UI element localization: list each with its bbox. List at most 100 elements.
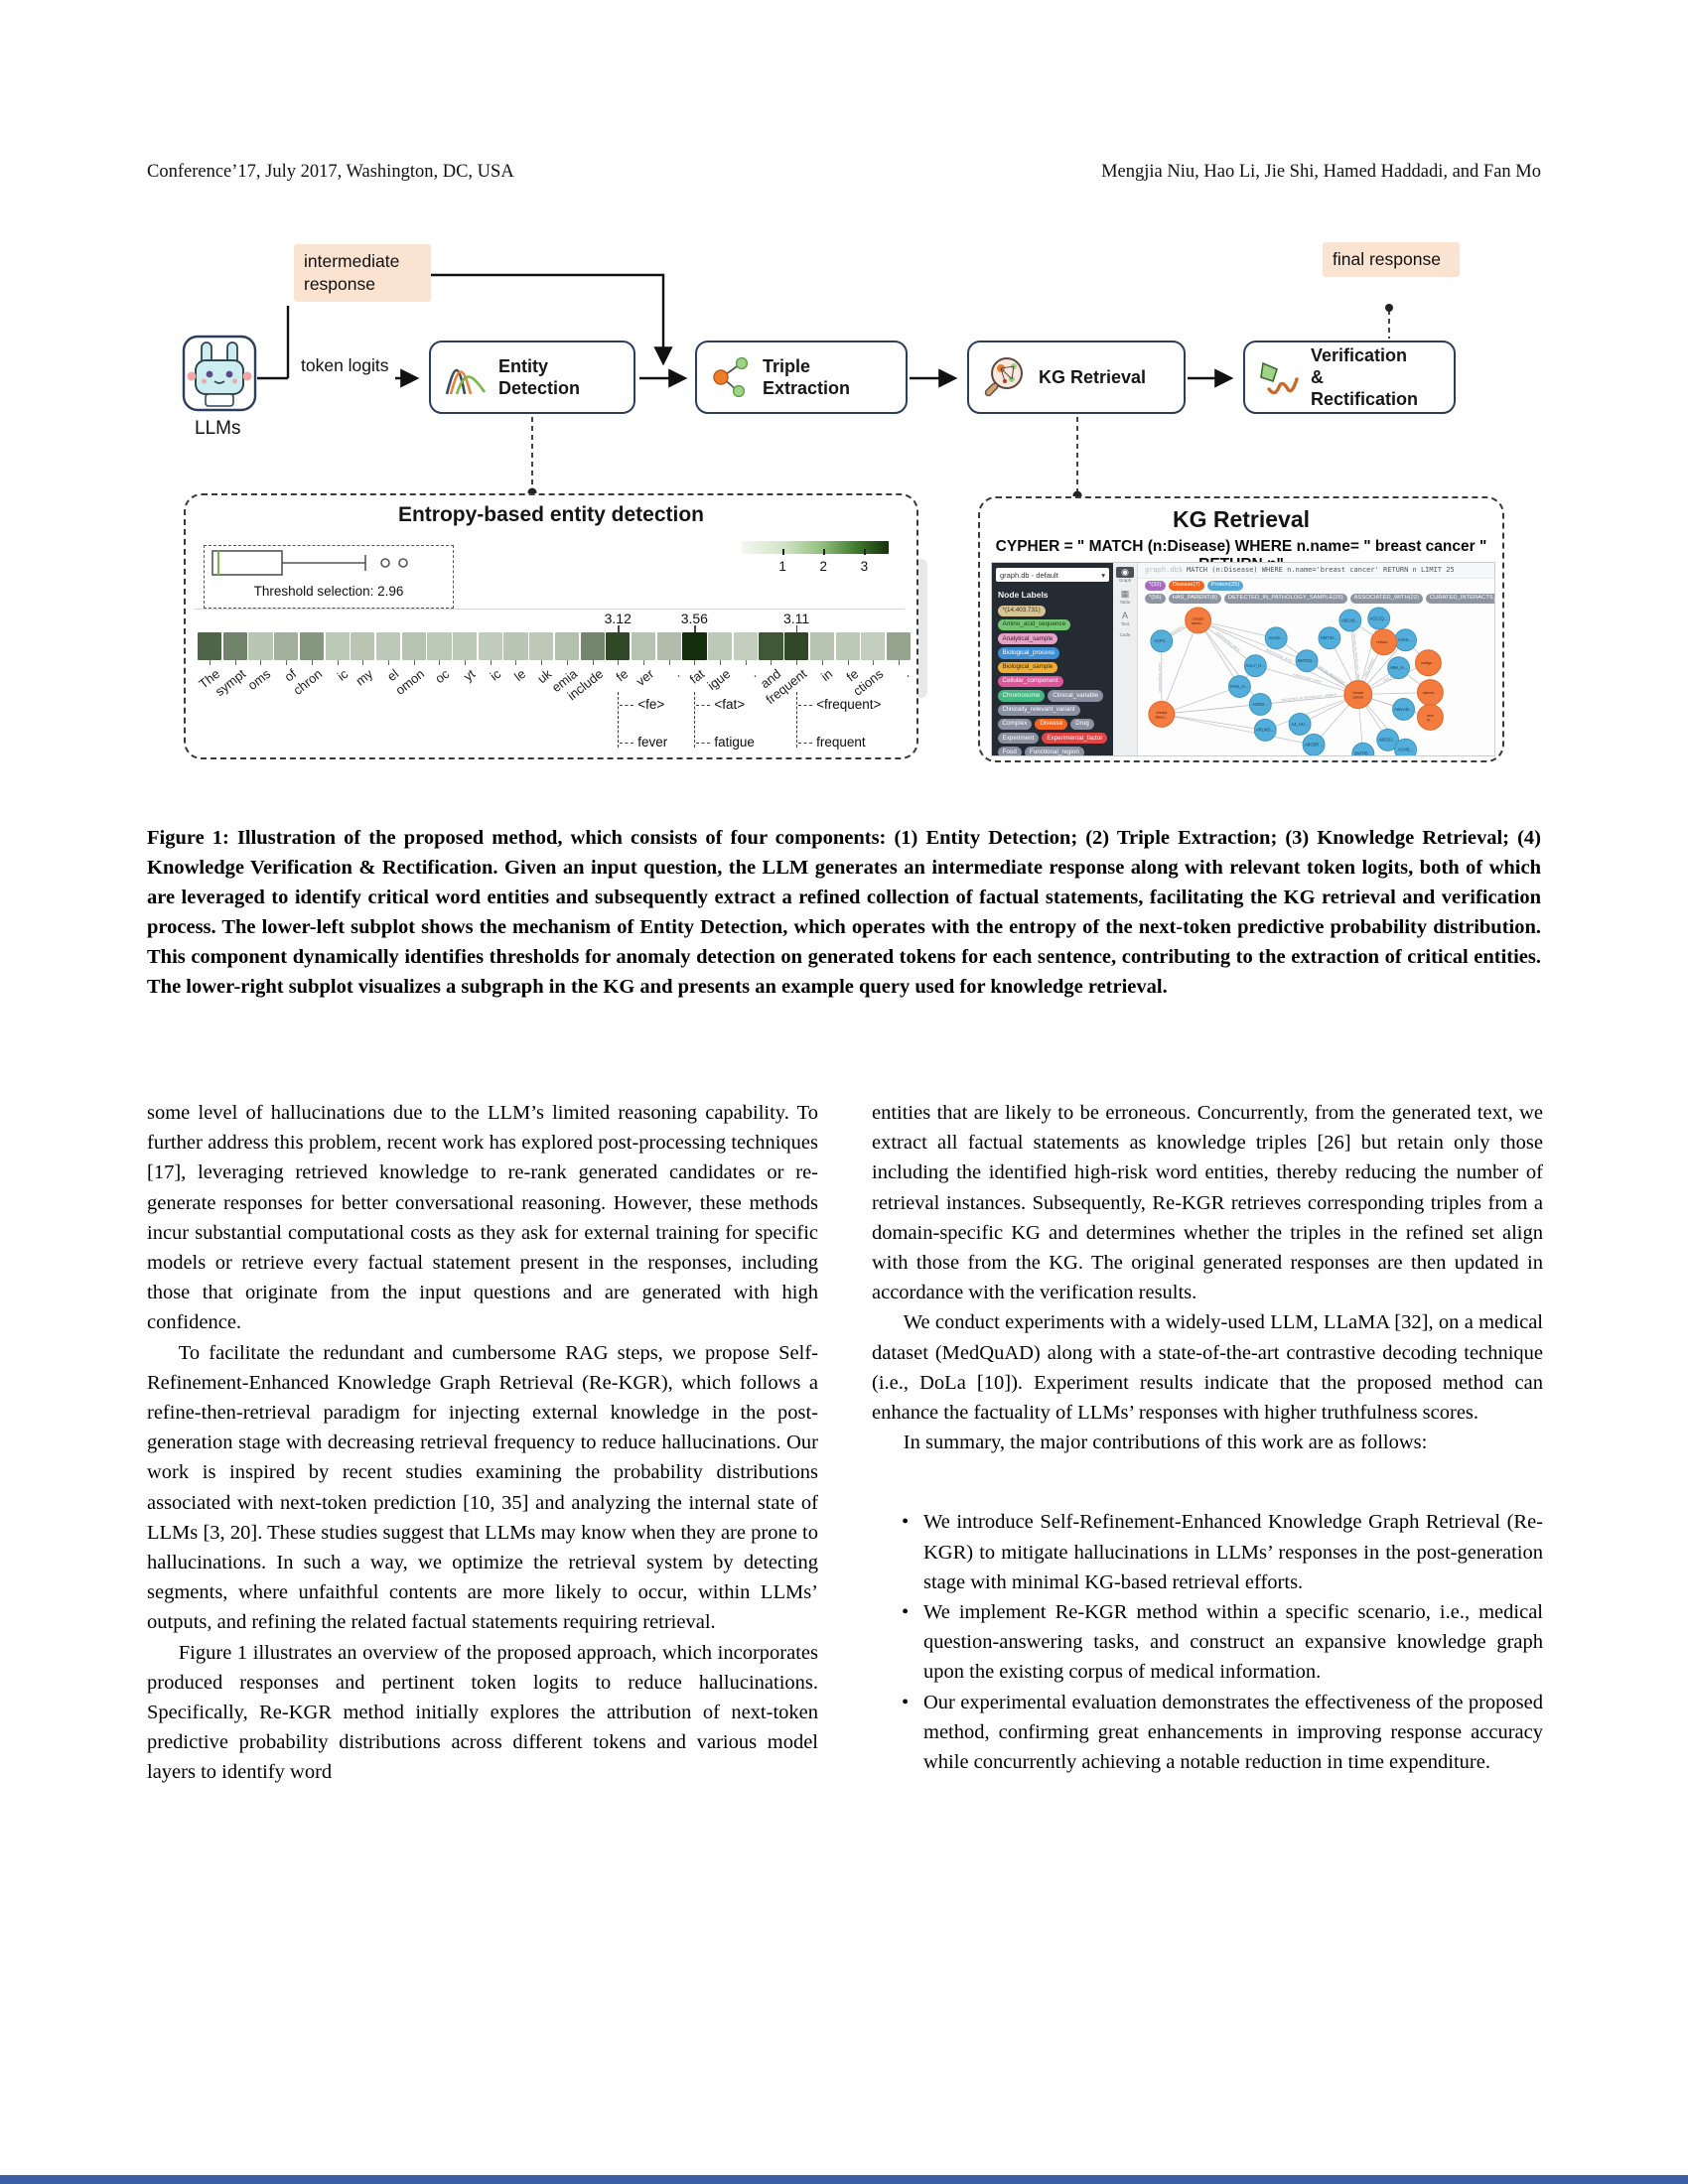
llm-robot-icon — [182, 335, 257, 412]
node-label-pill[interactable]: Disease — [1035, 718, 1068, 731]
kg-node[interactable] — [1243, 654, 1267, 677]
kg-node[interactable] — [1318, 626, 1341, 650]
kg-node[interactable] — [1376, 728, 1400, 751]
annotation-line — [798, 705, 813, 706]
kg-node[interactable] — [1148, 700, 1176, 728]
node-label-pill[interactable]: Clinical_variable — [1048, 690, 1104, 702]
axis-tick — [898, 660, 900, 665]
kg-node[interactable] — [1288, 712, 1312, 736]
relationship-filter-pill[interactable]: DETECTED_IN_PATHOLOGY_SAMPLE(25) — [1223, 594, 1347, 605]
axis-tick — [821, 660, 823, 665]
node-filter-pill[interactable]: Protein(25) — [1206, 580, 1244, 591]
axis-tick — [286, 660, 288, 665]
relationship-filter-pill[interactable]: *(56) — [1145, 594, 1166, 605]
heatmap-cell — [529, 632, 554, 660]
node-label-pill[interactable]: Biological_sample — [997, 661, 1058, 673]
node-label-pill[interactable]: Cellular_component — [997, 675, 1063, 688]
relationship-filter-pill[interactable]: HAS_PARENT(8) — [1168, 594, 1221, 605]
token-label: chron — [290, 666, 326, 698]
kg-node[interactable] — [1416, 703, 1444, 731]
svg-text:ABCA8…: ABCA8… — [1341, 617, 1359, 622]
svg-text:AWLAD…: AWLAD… — [1394, 707, 1413, 712]
db-dropdown[interactable]: graph.db - default ▾ — [996, 568, 1109, 582]
view-icon-code[interactable]: Code — [1119, 632, 1131, 637]
kg-node[interactable] — [1392, 697, 1415, 721]
axis-tick — [210, 660, 211, 665]
kg-node[interactable] — [1338, 609, 1362, 632]
axis-tick — [413, 660, 415, 665]
view-icon-graph[interactable]: ◉Graph — [1116, 567, 1134, 583]
axis-tick — [642, 660, 644, 665]
chevron-down-icon: ▾ — [1101, 570, 1105, 580]
list-item-text: We implement Re-KGR method within a spec… — [923, 1601, 1543, 1684]
node-filter-pill[interactable]: Disease(7) — [1168, 580, 1204, 591]
paragraph: We conduct experiments with a widely-use… — [872, 1311, 1543, 1425]
heatmap-cell — [222, 632, 247, 660]
node-label-pill[interactable]: Complex — [997, 718, 1033, 731]
heatmap-cell — [198, 632, 222, 660]
node-label-pill[interactable]: *(14,403,731) — [997, 605, 1046, 616]
kg-node[interactable] — [1343, 679, 1373, 709]
axis-tick — [694, 660, 696, 665]
colorbar-tick-label: 2 — [819, 559, 827, 574]
node-filter-pill[interactable]: *(32) — [1145, 580, 1166, 591]
kg-node[interactable] — [1414, 649, 1442, 676]
list-item: •We implement Re-KGR method within a spe… — [872, 1597, 1543, 1688]
heatmap-cell — [274, 632, 299, 660]
kg-node[interactable] — [1387, 656, 1411, 679]
relationship-filter-pill[interactable]: ASSOCIATED_WITH(22) — [1349, 594, 1423, 605]
kg-node[interactable] — [1394, 738, 1417, 755]
token-label: ic — [487, 666, 503, 684]
node-label-pill[interactable]: Chromosome — [997, 690, 1046, 702]
kg-node[interactable] — [1185, 607, 1212, 634]
node-label-pill[interactable]: Experiment — [997, 733, 1040, 745]
node-label-pill[interactable]: Amino_acid_sequence — [997, 618, 1071, 631]
kg-node[interactable] — [1295, 649, 1319, 672]
heatmap-cell — [835, 632, 860, 660]
node-label-pill[interactable]: Analytical_sample — [997, 633, 1058, 645]
node-label-pill[interactable]: Food — [997, 747, 1022, 755]
stage-label: Entity Detection — [498, 356, 581, 398]
kg-node[interactable] — [1264, 626, 1288, 650]
node-label-pill[interactable]: Biological_process — [997, 647, 1060, 659]
stage-label: KG Retrieval — [1039, 367, 1147, 387]
query-text: MATCH (n:Disease) WHERE n.name='breast c… — [1186, 566, 1455, 575]
axis-hairline — [194, 609, 905, 610]
kg-node[interactable] — [1227, 674, 1251, 698]
threshold-label: Threshold selection: 2.96 — [253, 584, 404, 599]
node-label-pill[interactable]: Clinically_relevant_variant — [997, 704, 1080, 716]
entropy-panel: Entropy-based entity detection Threshold… — [184, 493, 918, 759]
relationship-filter-pill[interactable]: CURATED_INTERACTS_WITH(5) — [1425, 594, 1494, 605]
neo4j-browser: graph.db - default ▾ Node Labels *(14,40… — [991, 562, 1495, 756]
axis-tick — [439, 660, 441, 665]
svg-text:ASSOCIATED_WITH: ASSOCIATED_WITH — [1158, 663, 1162, 692]
kg-node[interactable] — [1253, 718, 1277, 742]
kg-node[interactable] — [1248, 692, 1272, 716]
svg-text:HAS_PARENT: HAS_PARENT — [1363, 657, 1376, 677]
kg-node[interactable] — [1150, 629, 1174, 653]
kg-retrieval-icon — [984, 357, 1023, 397]
entropy-heatmap — [198, 632, 912, 660]
view-icon-table[interactable]: ▦Table — [1119, 589, 1131, 605]
stage-kg-retrieval: KG Retrieval — [967, 341, 1186, 414]
token-label: le — [511, 666, 529, 685]
bullet-icon: • — [902, 1511, 910, 1534]
list-item-text: Our experimental evaluation demonstrates… — [923, 1691, 1543, 1774]
entropy-value-label: 3.56 — [680, 611, 708, 626]
token-label: ic — [334, 666, 351, 684]
kg-node[interactable] — [1367, 607, 1391, 630]
query-bar[interactable]: graph.db$ MATCH (n:Disease) WHERE n.name… — [1138, 563, 1494, 579]
node-filter-row: *(32)Disease(7)Protein(25) — [1138, 579, 1494, 593]
kg-node[interactable] — [1302, 733, 1326, 755]
kg-node[interactable] — [1351, 742, 1375, 755]
heatmap-cell — [427, 632, 452, 660]
node-label-pill[interactable]: Drug — [1070, 718, 1094, 731]
svg-text:refract…: refract… — [1376, 640, 1391, 644]
svg-text:ACP4…: ACP4… — [1154, 638, 1169, 643]
node-label-pill[interactable]: Experimental_factor — [1042, 733, 1108, 745]
kg-node[interactable] — [1370, 628, 1398, 656]
node-label-pill[interactable]: Functional_region — [1024, 747, 1084, 755]
token-label: igue — [704, 666, 734, 693]
